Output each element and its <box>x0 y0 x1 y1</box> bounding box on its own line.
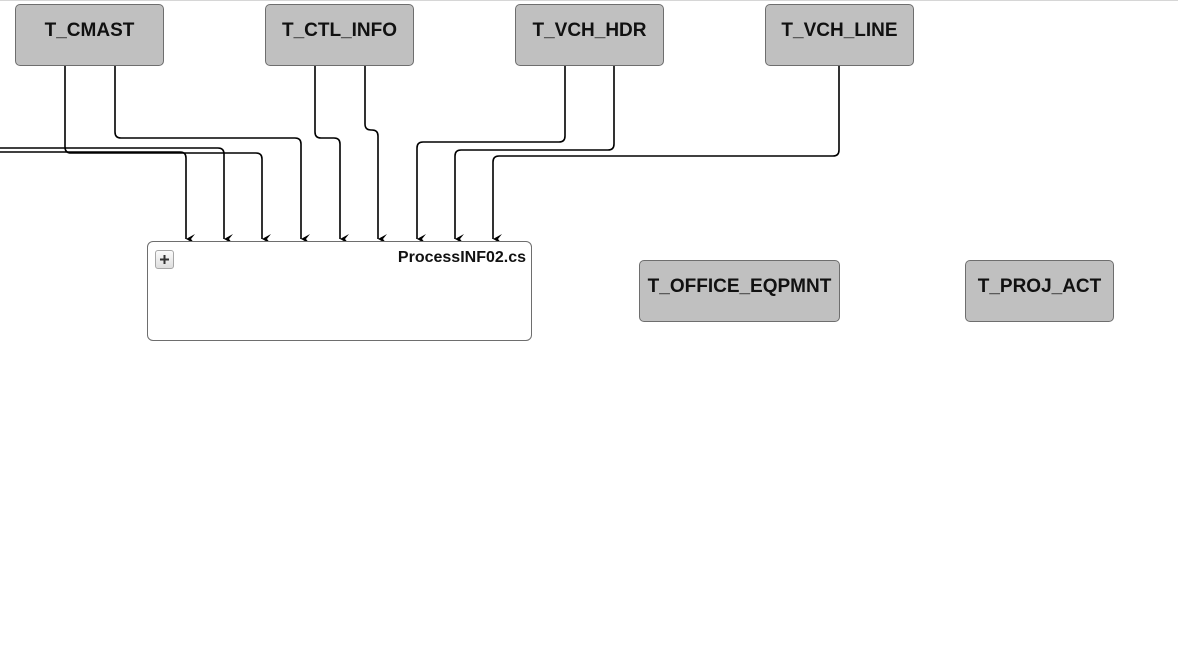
edge-offscreen-1 <box>0 147 233 244</box>
table-node-label: T_VCH_HDR <box>532 20 647 41</box>
table-node-label: T_VCH_LINE <box>781 20 898 41</box>
edge-t-vch-hdr-2 <box>454 66 615 244</box>
edge-offscreen-2 <box>0 151 195 244</box>
top-border <box>0 0 1178 1</box>
table-node-t-vch-line[interactable]: T_VCH_LINE <box>765 4 914 66</box>
edge-t-vch-line <box>492 66 840 244</box>
table-node-label: T_OFFICE_EQPMNT <box>647 276 832 297</box>
table-node-t-cmast[interactable]: T_CMAST <box>15 4 164 66</box>
table-node-label: T_CTL_INFO <box>281 20 398 41</box>
edge-t-ctl-info-1 <box>314 66 349 244</box>
edge-t-cmast-2 <box>114 66 310 244</box>
process-label: ProcessINF02.cs <box>397 249 526 266</box>
table-node-t-vch-hdr[interactable]: T_VCH_HDR <box>515 4 664 66</box>
table-node-label: T_PROJ_ACT <box>977 276 1102 297</box>
table-node-label: T_CMAST <box>44 20 135 41</box>
edge-t-ctl-info-2 <box>364 66 387 244</box>
table-node-t-ctl-info[interactable]: T_CTL_INFO <box>265 4 414 66</box>
table-node-t-office-eqpmnt[interactable]: T_OFFICE_EQPMNT <box>639 260 840 322</box>
plus-icon <box>160 255 169 264</box>
expand-button[interactable] <box>155 250 174 269</box>
edge-t-vch-hdr-1 <box>416 66 566 244</box>
table-node-t-proj-act[interactable]: T_PROJ_ACT <box>965 260 1114 322</box>
edge-t-cmast-1 <box>64 66 271 244</box>
process-node[interactable]: ProcessINF02.cs <box>147 241 532 341</box>
